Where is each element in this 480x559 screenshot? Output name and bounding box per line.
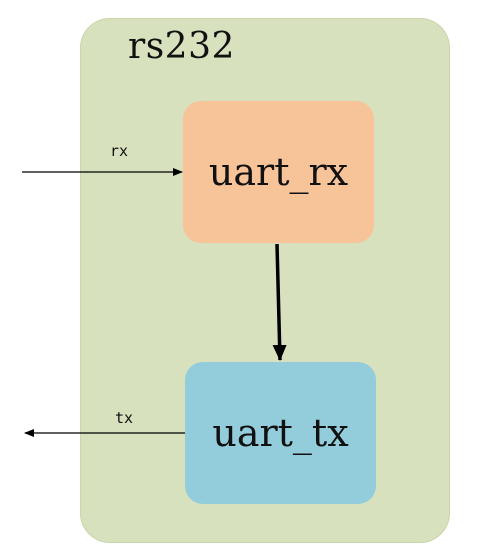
uart-rx-block: uart_rx <box>183 101 374 243</box>
tx-port-label: tx <box>115 409 134 427</box>
rx-to-tx-arrow <box>272 243 287 361</box>
rx-port-label: rx <box>110 142 129 160</box>
module-title: rs232 <box>128 26 235 67</box>
uart-rx-label: uart_rx <box>208 150 349 194</box>
uart-tx-block: uart_tx <box>185 362 376 504</box>
uart-tx-label: uart_tx <box>212 411 349 455</box>
